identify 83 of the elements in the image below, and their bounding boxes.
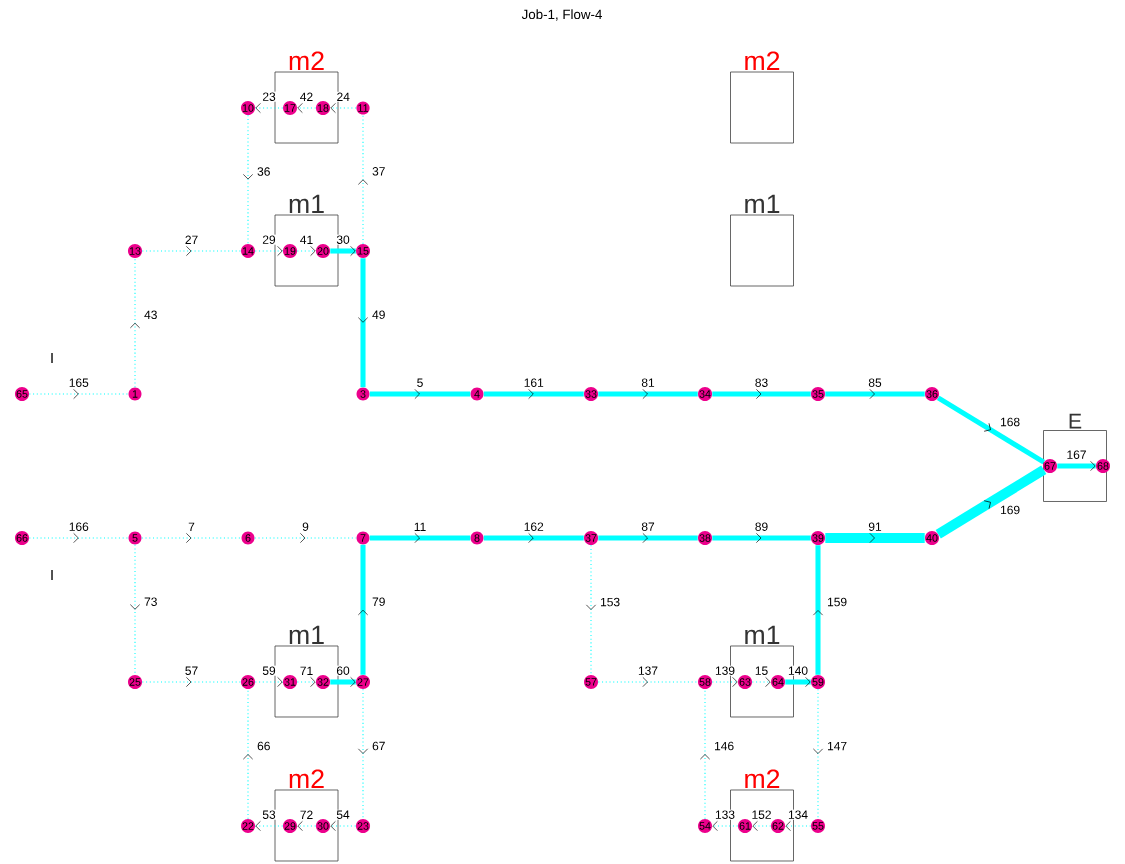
edge-label: 168 <box>999 416 1021 428</box>
node-label: m2 <box>289 51 324 70</box>
edge-label: 41 <box>299 234 314 245</box>
node-label: m2 <box>745 51 780 70</box>
arrow <box>254 821 284 831</box>
arrow <box>296 103 317 113</box>
edge-label: 159 <box>826 596 848 608</box>
node-label: m1 <box>289 625 324 644</box>
side-label: I <box>51 352 53 364</box>
edge-label: 60 <box>335 665 351 676</box>
edge-label: 165 <box>67 377 90 388</box>
edge-label: 29 <box>261 234 277 245</box>
machine-box: m1 <box>730 194 794 287</box>
edge-label: 91 <box>867 521 883 532</box>
arrow <box>711 821 739 831</box>
node-label: m2 <box>289 769 324 788</box>
edge-label: 140 <box>787 665 809 676</box>
arrow <box>254 246 284 256</box>
edge-label: 59 <box>261 665 277 676</box>
edge-label: 43 <box>143 309 159 320</box>
edge-label: 166 <box>67 521 90 532</box>
node-label: m1 <box>745 625 780 644</box>
arrow <box>296 677 317 687</box>
edge-label: 153 <box>599 596 621 608</box>
arrow <box>330 246 356 256</box>
edge-label: 30 <box>335 234 351 245</box>
edge-label: 71 <box>299 665 314 676</box>
node-label: m1 <box>745 194 780 213</box>
edge-label: 5 <box>415 377 425 388</box>
arrow <box>751 821 772 831</box>
arrow <box>711 677 739 687</box>
arrow <box>254 677 284 687</box>
edge-label: 139 <box>714 665 736 676</box>
arrow <box>330 677 356 687</box>
edge-label: 36 <box>256 166 272 177</box>
node-label: m1 <box>289 194 324 213</box>
edge-label: 83 <box>754 377 769 388</box>
edge-label: 42 <box>299 91 314 102</box>
edge-label: 23 <box>261 91 277 102</box>
edge-label: 66 <box>256 740 272 752</box>
arrow <box>751 677 772 687</box>
arrow <box>329 103 357 113</box>
arrow <box>296 821 317 831</box>
edge-label: 167 <box>1065 449 1088 460</box>
arrow <box>296 246 317 256</box>
edge-label: 137 <box>637 665 659 676</box>
edge-label: 79 <box>371 596 387 607</box>
edge-label: 133 <box>714 809 736 820</box>
edge-label: 37 <box>371 166 387 177</box>
edge-label: 147 <box>826 741 848 751</box>
edge-label: 49 <box>371 309 387 320</box>
arrow <box>254 103 284 113</box>
arrow <box>785 677 811 687</box>
title: Job-1, Flow-4 <box>521 9 602 21</box>
edge-label: 67 <box>371 740 387 752</box>
arrow <box>784 821 812 831</box>
edge-label: 161 <box>522 377 545 388</box>
edge-label: 89 <box>754 521 769 532</box>
edge-label: 162 <box>522 521 545 532</box>
node-label: m2 <box>745 769 780 788</box>
edge-label: 87 <box>640 521 656 532</box>
edge-label: 15 <box>754 665 769 676</box>
edge-label: 73 <box>143 596 159 607</box>
edge-label: 85 <box>867 377 883 388</box>
edge-label: 7 <box>187 521 196 532</box>
edge-label: 146 <box>713 740 735 752</box>
node-label: E <box>1069 413 1082 429</box>
edge-label: 57 <box>184 665 199 676</box>
edge-label: 27 <box>184 234 199 245</box>
edge-label: 9 <box>301 521 310 532</box>
edge-label: 152 <box>750 809 773 820</box>
edge-label: 169 <box>999 504 1021 516</box>
machine-box: m2 <box>730 51 794 144</box>
edge-label: 72 <box>299 809 314 820</box>
edge-label: 53 <box>261 809 277 820</box>
edge-label: 81 <box>640 377 656 388</box>
edge-label: 134 <box>787 809 809 820</box>
edge-label: 24 <box>335 91 351 102</box>
arrow <box>329 821 357 831</box>
edge-label: 54 <box>335 809 351 820</box>
edge-label: 11 <box>413 521 428 532</box>
side-label: I <box>51 569 53 581</box>
arrow <box>1057 461 1096 471</box>
